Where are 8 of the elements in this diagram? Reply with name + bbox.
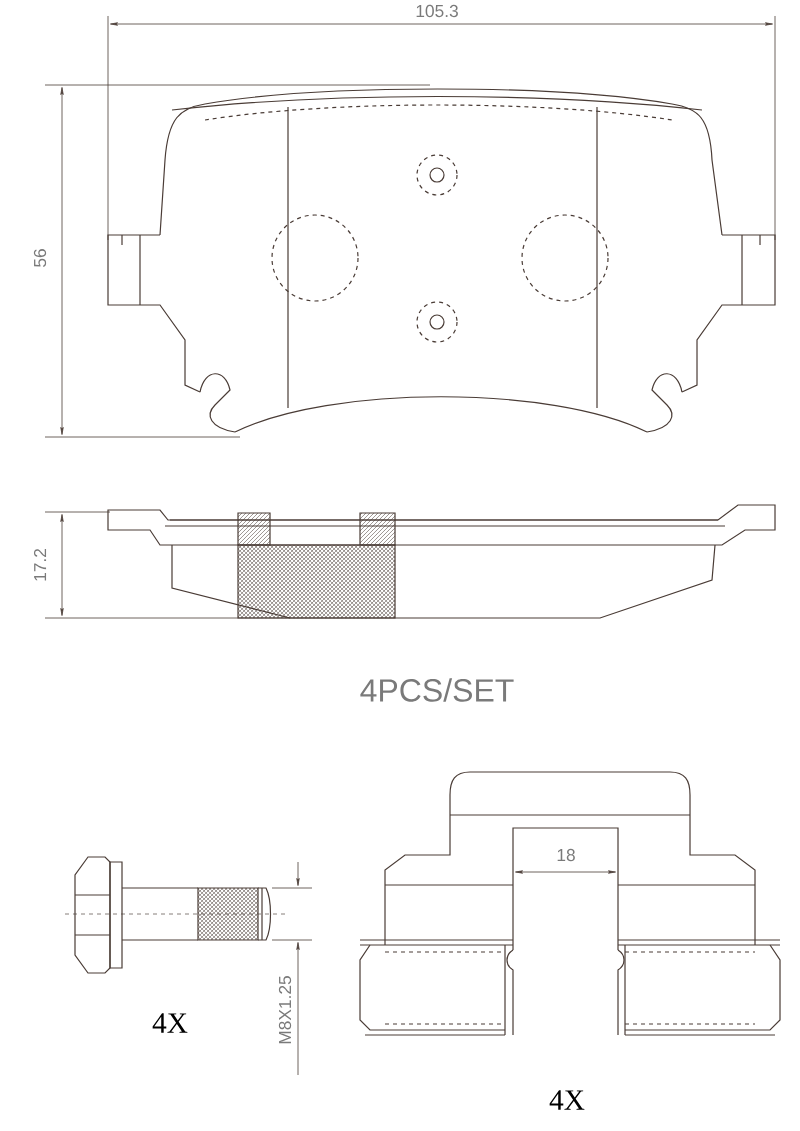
quantity-note: 4X (152, 1013, 188, 1033)
quantity-note: 4X (549, 1090, 585, 1110)
dimension-value: 18 (557, 848, 575, 862)
dimension-value: 56 (33, 249, 47, 267)
quantity-note: 4PCS/SET (360, 678, 514, 702)
thread-size-label: M8X1.25 (278, 976, 292, 1044)
dimension-value: 17.2 (33, 549, 47, 581)
dimension-value: 105.3 (416, 4, 458, 18)
